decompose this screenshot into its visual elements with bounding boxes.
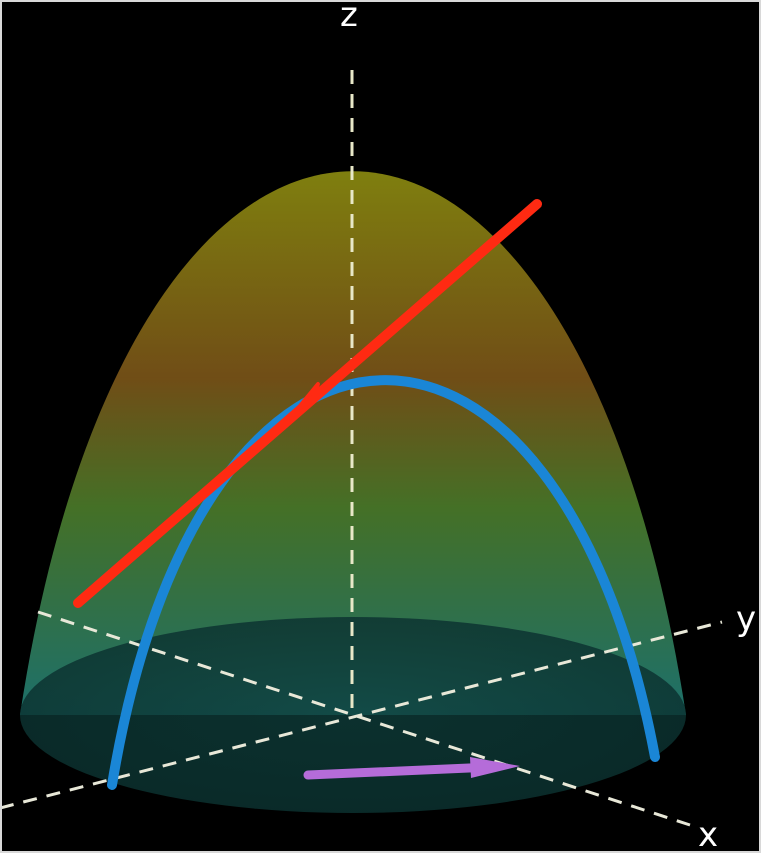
trace-curve: [107, 375, 660, 790]
base-disc: [20, 617, 686, 813]
direction-vector: [303, 757, 520, 780]
axes: [0, 70, 723, 827]
tangent-line: [73, 199, 542, 608]
x-axis-line: [37, 610, 691, 827]
tangent-arrowhead-icon: [288, 382, 320, 420]
z-axis-label: z: [340, 0, 358, 35]
direction-arrowhead-icon: [470, 757, 520, 778]
y-axis-label: y: [736, 599, 756, 639]
x-axis-label: x: [698, 815, 718, 853]
y-axis-line: [0, 620, 723, 810]
